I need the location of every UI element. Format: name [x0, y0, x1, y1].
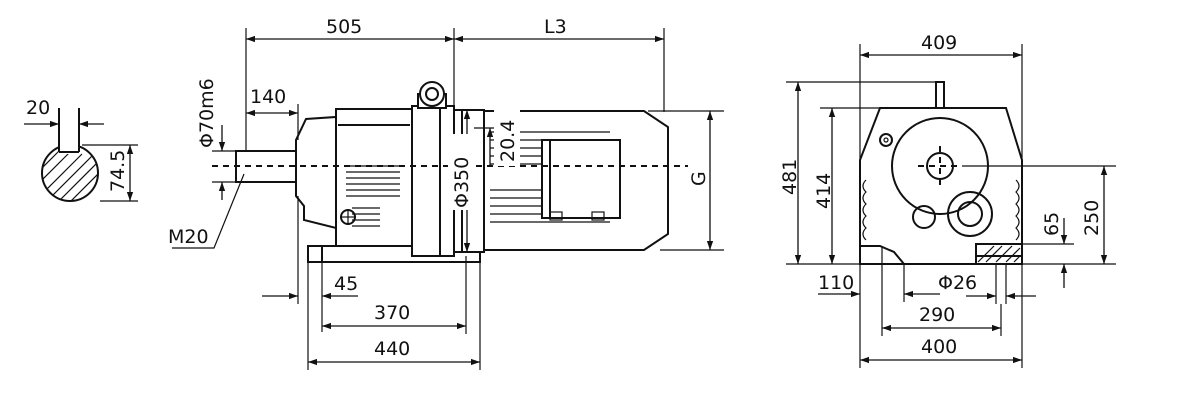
motor-length-label: L3 — [544, 16, 567, 38]
end-housing — [859, 107, 1023, 265]
small-gear-window — [912, 205, 936, 229]
lifting-eye — [417, 81, 447, 109]
side-view: 505 L3 140 Φ70m6 M20 Φ350 20.4 G — [168, 16, 724, 370]
foot-length-label: 440 — [374, 338, 410, 360]
foot-offset-label: 45 — [334, 273, 358, 295]
body-height-label: 414 — [813, 173, 835, 209]
thread-label: M20 — [168, 226, 209, 248]
gear-window — [947, 191, 993, 237]
flange — [411, 105, 455, 257]
offset-label: 20.4 — [497, 120, 519, 162]
breather — [935, 81, 945, 109]
foot-width-label: 400 — [921, 336, 957, 358]
shaft-section: 20 74.5 — [24, 97, 138, 202]
overall-height-label: 481 — [779, 159, 801, 195]
key-width-label: 20 — [26, 97, 50, 119]
foot-thickness-label: 65 — [1041, 212, 1063, 236]
hole-spacing-label: 290 — [919, 304, 955, 326]
foot-edge-label: 110 — [818, 272, 854, 294]
hole-diameter-label: Φ26 — [938, 272, 977, 294]
bolt-icon — [879, 133, 893, 147]
terminal-box — [541, 139, 621, 219]
end-view: 409 481 414 250 65 110 — [779, 32, 1116, 368]
shaft-length-label: 140 — [250, 86, 286, 108]
foot-section — [975, 243, 1023, 265]
flange-diameter-label: Φ350 — [451, 157, 473, 208]
end-width-label: 409 — [921, 32, 957, 54]
gearbox-length-label: 505 — [326, 16, 362, 38]
oil-plug-icon — [340, 209, 356, 225]
motor-height-label: G — [688, 171, 710, 186]
bearing-cover — [295, 115, 337, 230]
foot-hole-spacing-label: 370 — [374, 302, 410, 324]
shaft-diameter-label: Φ70m6 — [196, 78, 218, 148]
shaft-height-label: 250 — [1081, 200, 1103, 236]
key-height-label: 74.5 — [107, 150, 129, 192]
